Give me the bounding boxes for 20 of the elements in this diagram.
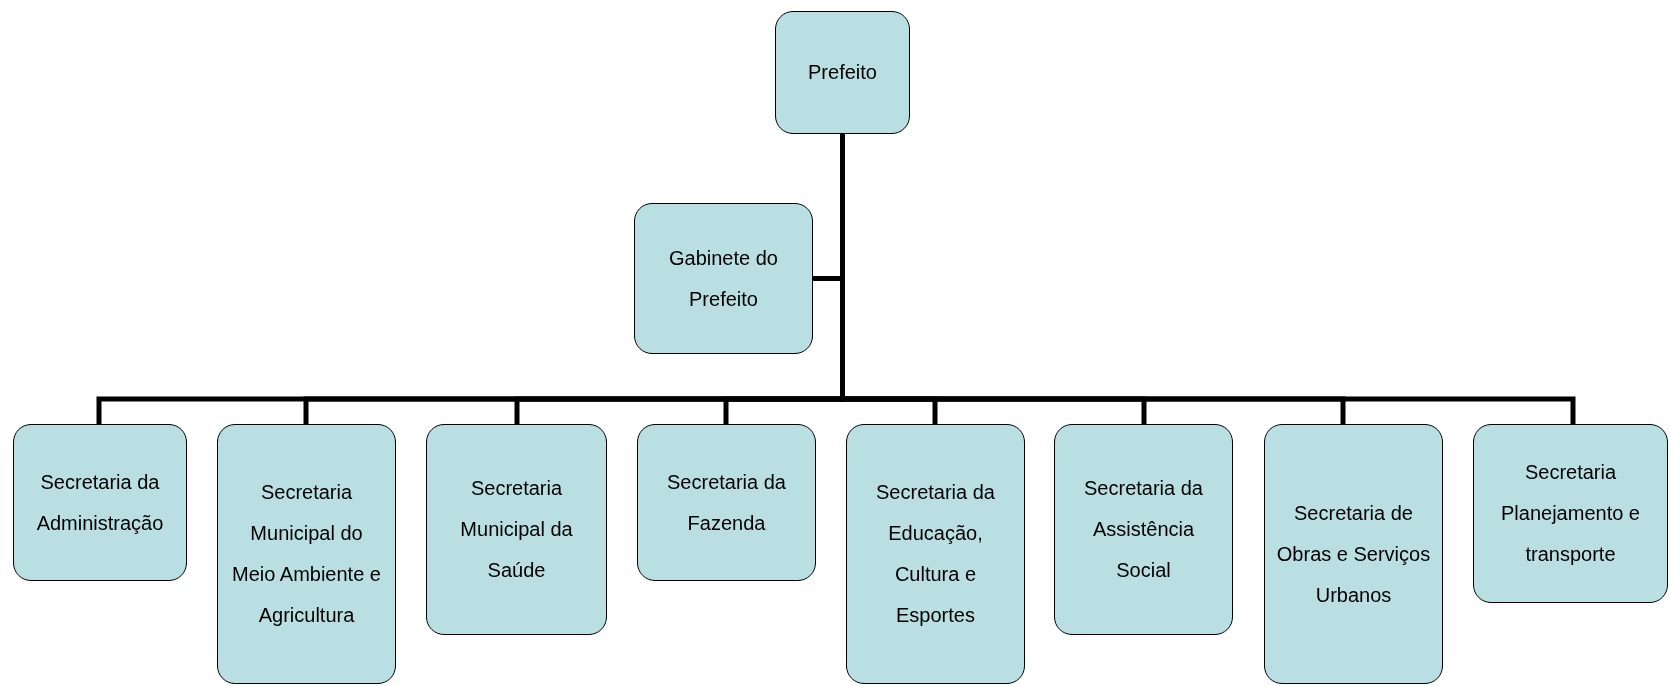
unit-name: Secretaria da Educação, Cultura e Esportes <box>875 480 996 628</box>
org-box <box>1054 424 1233 635</box>
org-box <box>217 424 396 684</box>
org-box <box>13 424 187 581</box>
org-box <box>1264 424 1443 684</box>
org-box <box>1473 424 1668 603</box>
org-box <box>775 11 910 134</box>
unit-name: Gabinete do Prefeito <box>668 245 779 312</box>
org-box <box>637 424 816 581</box>
org-box <box>634 203 813 354</box>
org-box <box>426 424 607 635</box>
unit-name: Secretaria de Obras e Serviços Urbanos <box>1275 500 1432 608</box>
unit-name: Secretaria da Administração <box>35 469 165 536</box>
unit-name: Secretaria da Assistência Social <box>1083 476 1204 583</box>
unit-name: Secretaria da Fazenda <box>666 469 787 536</box>
unit-name: Prefeito <box>808 60 877 85</box>
org-box <box>846 424 1025 684</box>
unit-name: Secretaria Municipal da Saúde <box>459 476 574 583</box>
unit-name: Secretaria Municipal do Meio Ambiente e Agricultura <box>231 480 382 628</box>
unit-name: Secretaria Planejamento e transporte <box>1500 460 1641 567</box>
